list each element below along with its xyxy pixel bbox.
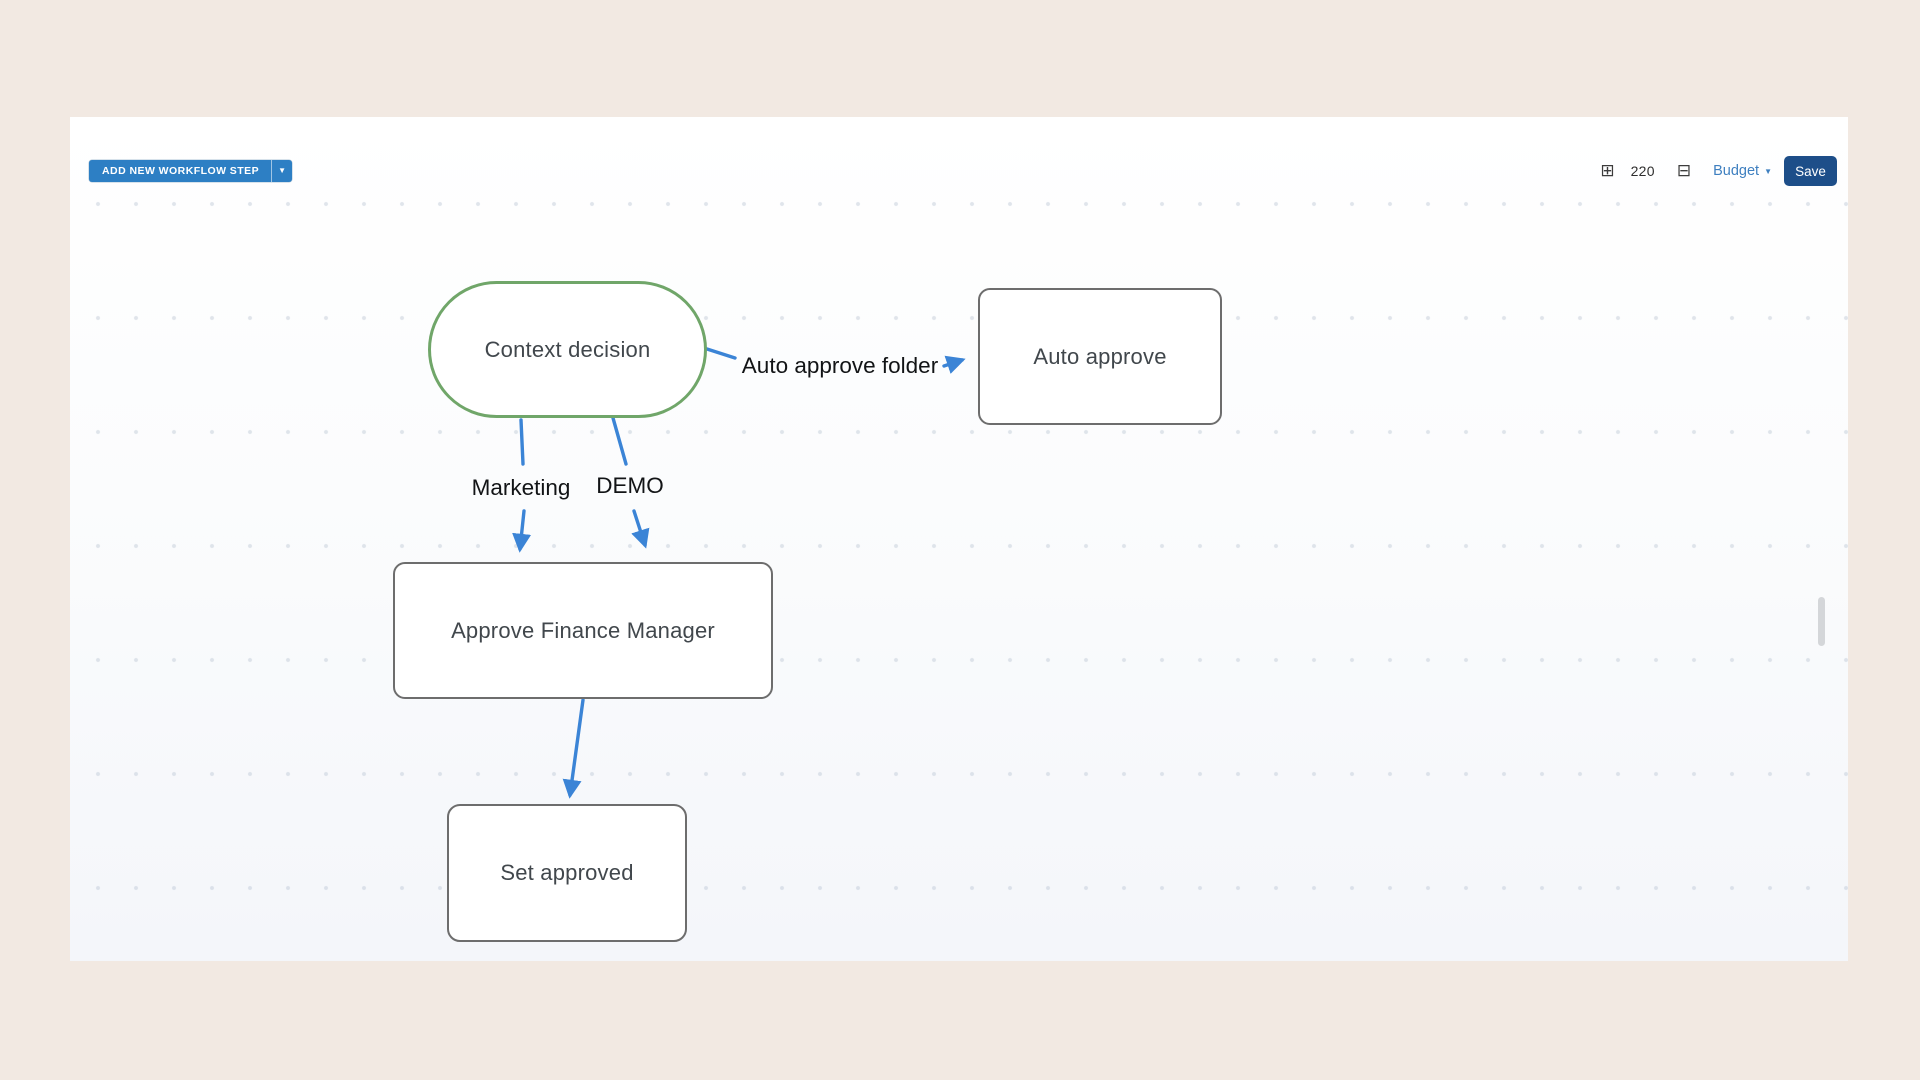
add-step-dropdown-caret-icon[interactable]: ▼ bbox=[278, 166, 286, 175]
node-context-decision[interactable]: Context decision bbox=[428, 281, 707, 418]
canvas-vertical-scrollbar[interactable] bbox=[1818, 597, 1825, 646]
canvas-toolbar: ⊞ 220 ⊟ Budget ▼ Save bbox=[1600, 155, 1837, 187]
edge-context-to-afm-marketing-end bbox=[512, 509, 532, 553]
edge-context-to-afm-demo-start bbox=[611, 416, 628, 466]
workflow-edges bbox=[512, 347, 966, 799]
edge-context-to-afm-demo-end bbox=[631, 509, 650, 549]
zoom-level-value: 220 bbox=[1630, 163, 1655, 179]
node-approve-finance-manager[interactable]: Approve Finance Manager bbox=[393, 562, 773, 699]
edge-afm-to-setapproved bbox=[562, 698, 585, 799]
add-workflow-step-button[interactable]: ADD NEW WORKFLOW STEP ▼ bbox=[89, 160, 293, 182]
zoom-in-icon[interactable]: ⊞ bbox=[1600, 160, 1615, 181]
edge-context-to-afm-marketing-start bbox=[519, 418, 525, 466]
edge-context-to-autoapprove-end bbox=[942, 355, 966, 374]
edge-context-to-autoapprove-start bbox=[705, 347, 737, 360]
node-auto-approve[interactable]: Auto approve bbox=[978, 288, 1222, 425]
workflow-canvas[interactable]: ADD NEW WORKFLOW STEP ▼ ⊞ 220 ⊟ Budget ▼… bbox=[70, 117, 1848, 961]
save-button[interactable]: Save bbox=[1784, 156, 1837, 186]
edge-label-marketing[interactable]: Marketing bbox=[471, 475, 571, 500]
add-workflow-step-label[interactable]: ADD NEW WORKFLOW STEP bbox=[89, 160, 273, 182]
workflow-selector-caret-icon: ▼ bbox=[1764, 167, 1772, 176]
node-set-approved[interactable]: Set approved bbox=[447, 804, 687, 942]
workflow-selector-label: Budget bbox=[1713, 163, 1760, 179]
edge-label-demo[interactable]: DEMO bbox=[596, 473, 664, 498]
workflow-selector[interactable]: Budget ▼ bbox=[1713, 163, 1772, 179]
edge-label-auto-approve-folder[interactable]: Auto approve folder bbox=[741, 353, 939, 378]
zoom-out-icon[interactable]: ⊟ bbox=[1676, 160, 1692, 181]
